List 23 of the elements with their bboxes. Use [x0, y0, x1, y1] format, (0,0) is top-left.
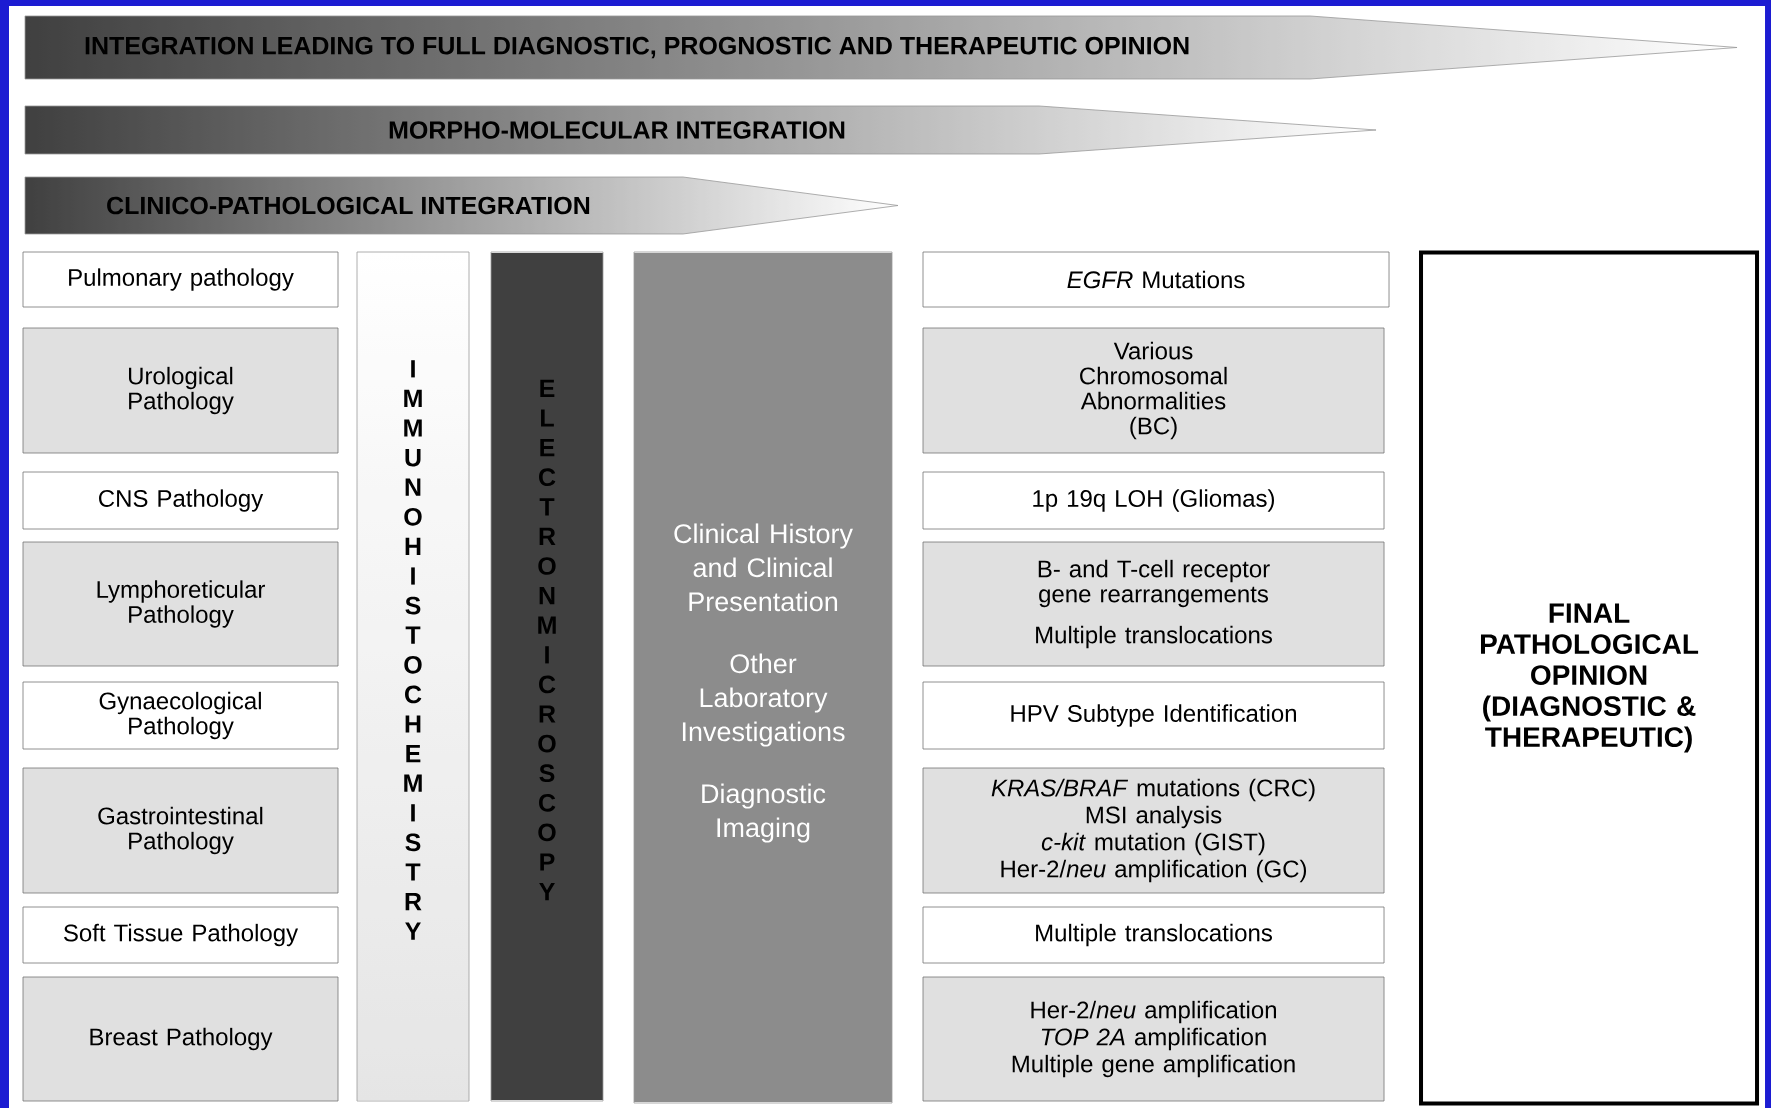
pathology-box: KRAS/BRAF mutations (CRC) MSI analysis c-kit mutation (GIST) Her-2/neu amplification (GC) — [922, 767, 1385, 894]
pathology-box: Soft Tissue Pathology — [22, 906, 339, 964]
technique-bar: ELECTRON MICROSCOPY — [490, 251, 604, 1102]
pathology-box: EGFR Mutations — [922, 251, 1390, 308]
pathology-box: Pulmonary pathology — [22, 251, 339, 308]
pathology-box: Gastrointestinal Pathology — [22, 767, 339, 894]
information-panel: Clinical History and Clinical Presentation Other Laboratory Investigations Diagnostic Imaging — [633, 251, 893, 1104]
integration-banner: CLINICO-PATHOLOGICAL INTEGRATION — [24, 176, 899, 235]
pathology-box: Her-2/neu amplification TOP 2A amplification Multiple gene amplification — [922, 976, 1385, 1102]
pathology-box: CNS Pathology — [22, 471, 339, 530]
integration-banner: INTEGRATION LEADING TO FULL DIAGNOSTIC, PROGNOSTIC AND THERAPEUTIC OPINION — [24, 15, 1738, 80]
pathology-box: Various Chromosomal Abnormalities (BC) — [922, 327, 1385, 454]
integration-banner: MORPHO-MOLECULAR INTEGRATION — [24, 105, 1377, 155]
pathology-box: HPV Subtype Identification — [922, 681, 1385, 750]
pathology-box: Lymphoreticular Pathology — [22, 541, 339, 667]
pathology-box: Urological Pathology — [22, 327, 339, 454]
technique-bar: IMMUNOHISTOCHEMISTRY — [356, 251, 470, 1102]
pathology-box: Gynaecological Pathology — [22, 681, 339, 750]
pathology-box: B- and T-cell receptor gene rearrangements Multiple translocations — [922, 541, 1385, 667]
pathology-box: 1p 19q LOH (Gliomas) — [922, 471, 1385, 530]
pathology-box: Breast Pathology — [22, 976, 339, 1102]
opinion-box: FINAL PATHOLOGICAL OPINION (DIAGNOSTIC & THERAPEUTIC) — [1419, 250, 1760, 1106]
pathology-box: Multiple translocations — [922, 906, 1385, 964]
